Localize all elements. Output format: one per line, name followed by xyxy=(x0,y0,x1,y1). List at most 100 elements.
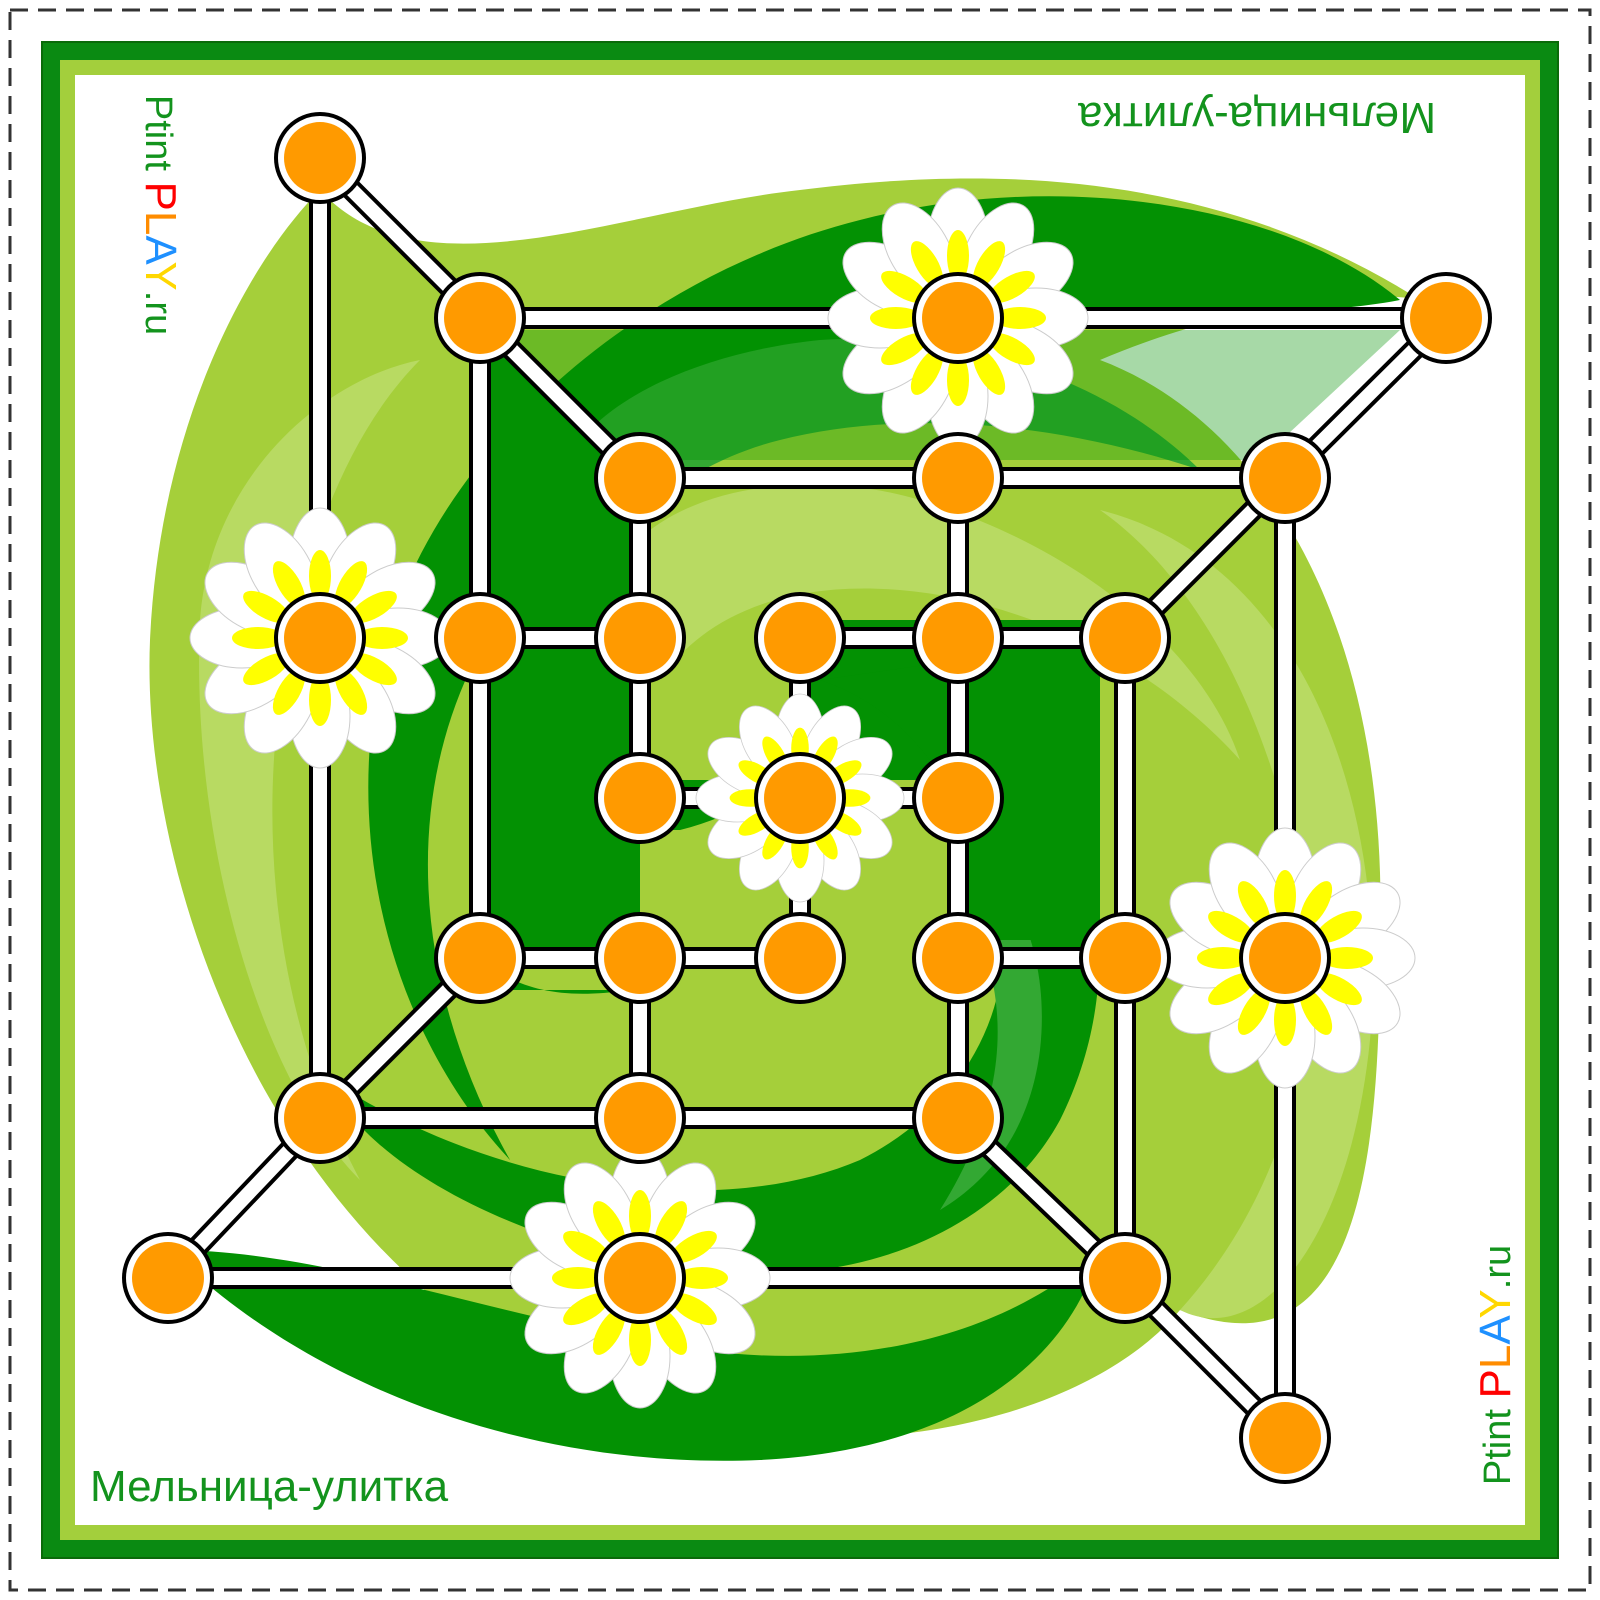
board-point[interactable] xyxy=(1239,912,1331,1004)
flower-petal-center xyxy=(1274,870,1296,922)
point-fill xyxy=(604,922,676,994)
board-point[interactable] xyxy=(912,592,1004,684)
game-title-top: Мельница-улитка xyxy=(1078,93,1437,142)
point-fill xyxy=(444,922,516,994)
flower-petal-center xyxy=(629,1314,651,1366)
brand-part: L xyxy=(136,210,186,236)
flower-petal-center xyxy=(272,668,306,715)
board-point[interactable] xyxy=(594,592,686,684)
brand-part: P xyxy=(136,181,186,211)
board-point[interactable] xyxy=(274,112,366,204)
board-point[interactable] xyxy=(1079,592,1171,684)
brand-logo-right: Ptint PLAY.ru xyxy=(1471,1245,1521,1485)
brand-part: Ptint xyxy=(137,94,180,182)
flower-petal-center xyxy=(232,627,284,649)
flower-petal-center xyxy=(654,1201,688,1248)
point-fill xyxy=(764,762,836,834)
flower-petal-center xyxy=(988,332,1035,366)
flower-icon xyxy=(509,1147,771,1409)
board-point[interactable] xyxy=(754,912,846,1004)
board-point[interactable] xyxy=(594,1072,686,1164)
point-fill xyxy=(1089,602,1161,674)
flower-petal-center xyxy=(1274,994,1296,1046)
flower-petal-center xyxy=(1208,910,1255,944)
point-fill xyxy=(444,602,516,674)
board-points xyxy=(122,112,1492,1484)
board-point[interactable] xyxy=(1239,432,1331,524)
flower-petal-center xyxy=(910,348,944,395)
point-fill xyxy=(922,1082,994,1154)
brand-part: A xyxy=(136,235,186,262)
board-point[interactable] xyxy=(1079,1232,1171,1324)
flower-petal-center xyxy=(988,270,1035,304)
flower-petal-center xyxy=(972,348,1006,395)
board-point[interactable] xyxy=(912,272,1004,364)
brand-part: .ru xyxy=(1477,1244,1520,1290)
point-fill xyxy=(284,1082,356,1154)
flower-petal-center xyxy=(1299,988,1333,1035)
board-point[interactable] xyxy=(594,432,686,524)
cut-line-border xyxy=(8,8,1592,1592)
board-point[interactable] xyxy=(912,1072,1004,1164)
flower-petal-center xyxy=(350,590,397,624)
flower-icon xyxy=(1154,827,1416,1089)
flower-petal-center xyxy=(670,1230,717,1264)
flower-petal-center xyxy=(563,1292,610,1326)
point-fill xyxy=(1249,1402,1321,1474)
flower-petal-center xyxy=(1197,947,1249,969)
board-point[interactable] xyxy=(434,912,526,1004)
flower-petal-center xyxy=(654,1308,688,1355)
brand-part: .ru xyxy=(137,290,180,336)
board-point[interactable] xyxy=(912,752,1004,844)
flower-petal-center xyxy=(356,627,408,649)
point-fill xyxy=(1249,442,1321,514)
board-point[interactable] xyxy=(1400,272,1492,364)
flower-petal-center xyxy=(670,1292,717,1326)
point-fill xyxy=(604,1082,676,1154)
point-fill xyxy=(1410,282,1482,354)
point-fill xyxy=(604,762,676,834)
point-fill xyxy=(764,602,836,674)
point-fill xyxy=(922,282,994,354)
flower-petal-center xyxy=(1315,910,1362,944)
flower-petal-center xyxy=(309,674,331,726)
board-point[interactable] xyxy=(754,752,846,844)
flower-petal-center xyxy=(1299,881,1333,928)
point-fill xyxy=(922,762,994,834)
board-point[interactable] xyxy=(274,1072,366,1164)
flower-petal-center xyxy=(243,590,290,624)
flower-petal-center xyxy=(994,307,1046,329)
flower-petal-center xyxy=(592,1201,626,1248)
board-point[interactable] xyxy=(1239,1392,1331,1484)
flower-petal-center xyxy=(272,561,306,608)
board-point[interactable] xyxy=(594,912,686,1004)
flower-petal-center xyxy=(870,307,922,329)
brand-part: L xyxy=(1471,1344,1521,1370)
point-fill xyxy=(604,1242,676,1314)
board-point[interactable] xyxy=(122,1232,214,1324)
point-fill xyxy=(1089,922,1161,994)
brand-part: Ptint xyxy=(1477,1398,1520,1486)
flower-petal-center xyxy=(309,550,331,602)
flower-petal-center xyxy=(881,270,928,304)
board-point[interactable] xyxy=(912,432,1004,524)
flower-petal-center xyxy=(1208,972,1255,1006)
board-point[interactable] xyxy=(594,1232,686,1324)
flower-petal-center xyxy=(552,1267,604,1289)
point-fill xyxy=(284,602,356,674)
point-fill xyxy=(604,602,676,674)
point-fill xyxy=(1249,922,1321,994)
flower-petal-center xyxy=(350,652,397,686)
board-point[interactable] xyxy=(754,592,846,684)
board-point[interactable] xyxy=(274,592,366,684)
board-point[interactable] xyxy=(594,752,686,844)
board-point[interactable] xyxy=(434,272,526,364)
flower-petal-center xyxy=(972,241,1006,288)
board-point[interactable] xyxy=(1079,912,1171,1004)
board-point[interactable] xyxy=(912,912,1004,1004)
board-point[interactable] xyxy=(434,592,526,684)
flower-petal-center xyxy=(629,1190,651,1242)
flower-petal-center xyxy=(1315,972,1362,1006)
flower-petal-center xyxy=(676,1267,728,1289)
flower-petal-center xyxy=(947,354,969,406)
